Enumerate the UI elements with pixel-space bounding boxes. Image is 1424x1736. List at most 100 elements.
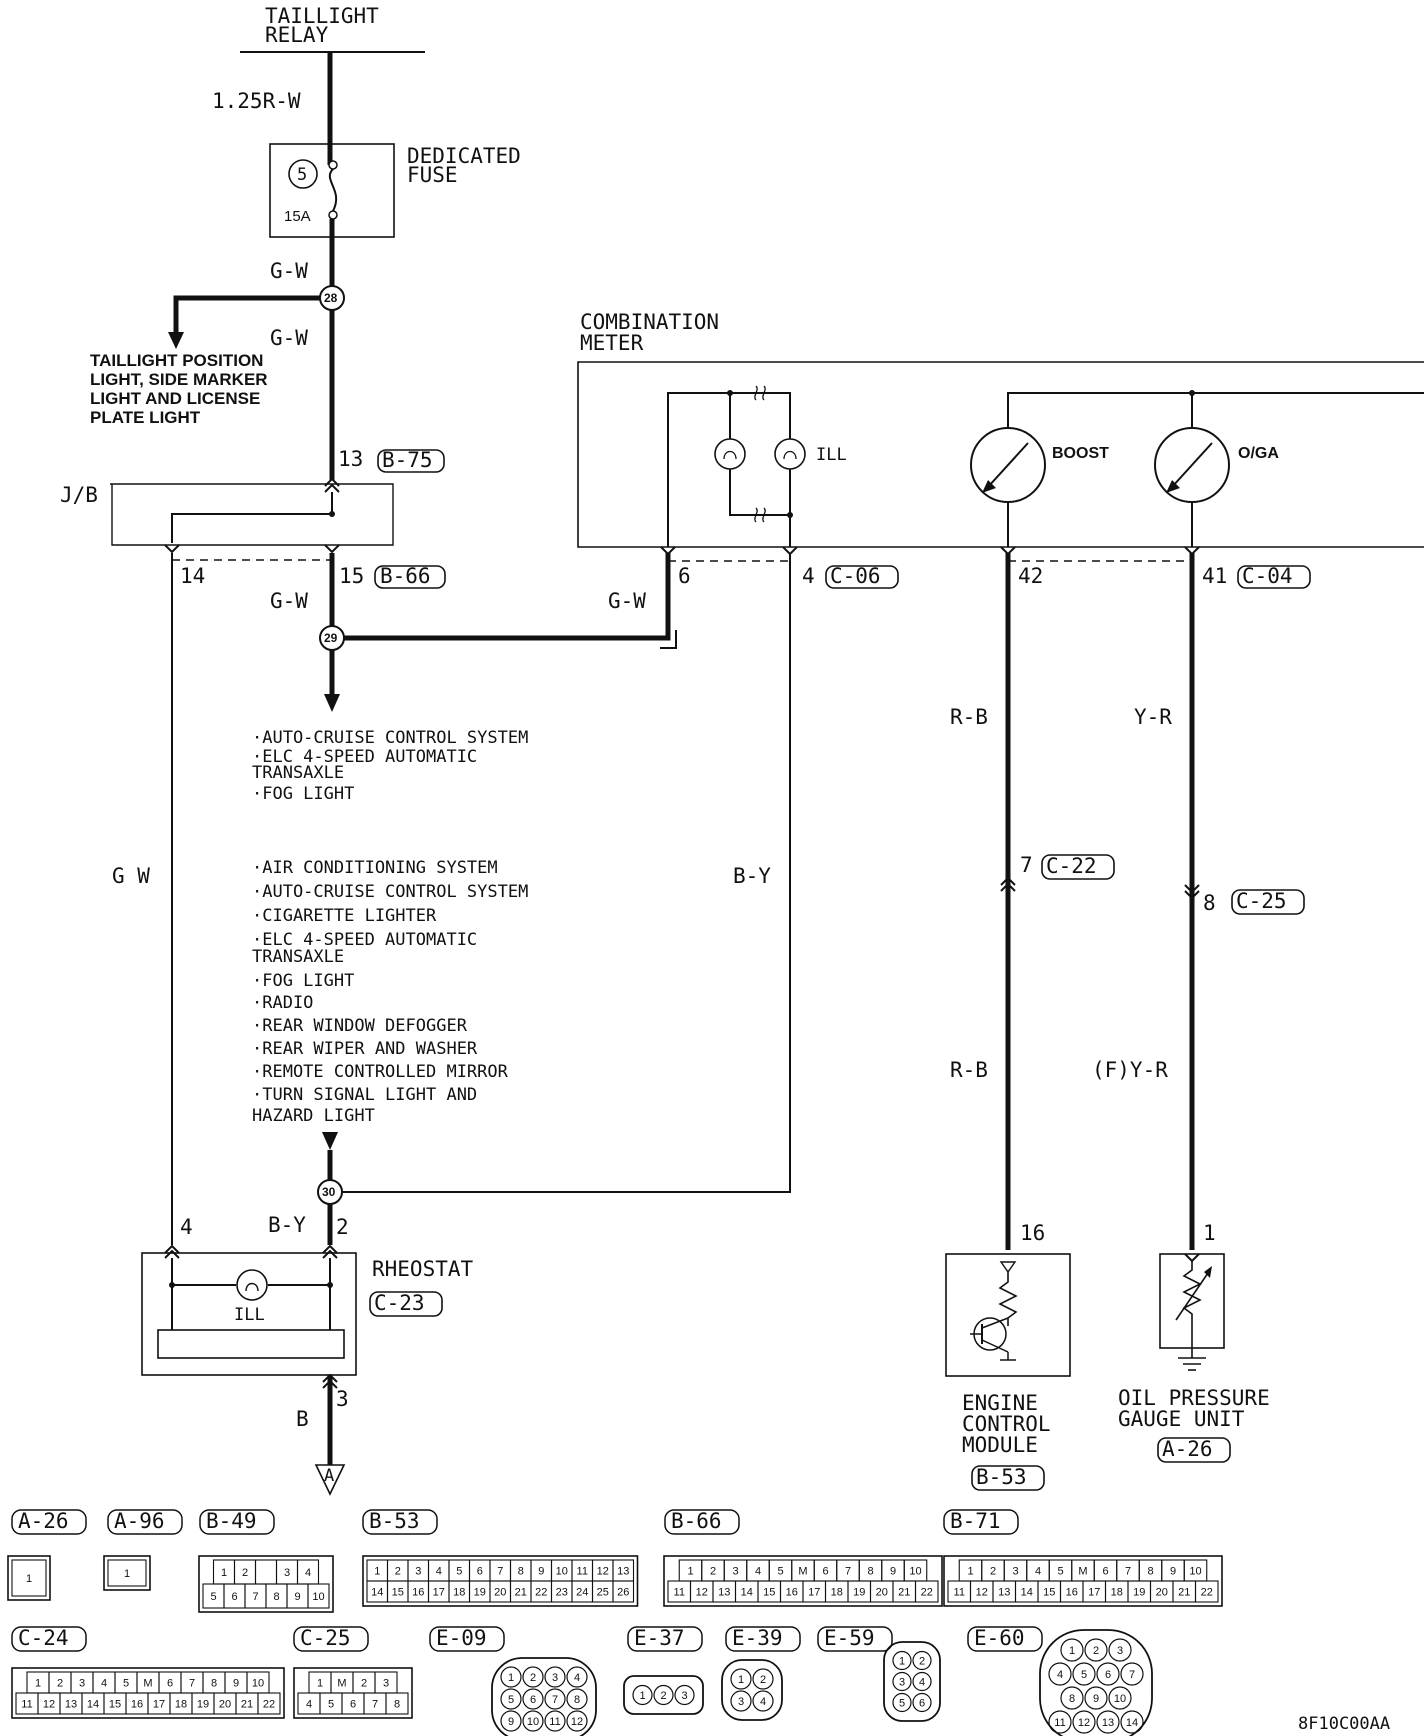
connector-pin-number: 18 <box>453 1587 465 1599</box>
connector-pin-cell <box>254 1559 278 1585</box>
connector-pin-number: 7 <box>497 1566 503 1578</box>
ill-lamp-1-icon <box>714 438 746 470</box>
connector-pin-number: 10 <box>556 1566 568 1578</box>
connector-pin-circle <box>544 1688 566 1710</box>
connector-pin-number: 3 <box>284 1567 290 1579</box>
branch-arrow-taillight <box>168 332 184 349</box>
connector-housing <box>293 1667 413 1719</box>
dedicated-fuse-label-2: FUSE <box>407 163 458 187</box>
wire-label-r-b-2: R-B <box>950 1058 988 1082</box>
jb-in-pin: 13 <box>338 447 363 471</box>
wire-label-g-w-left: G W <box>112 864 150 888</box>
connector-pin-cell <box>257 1692 281 1715</box>
branch-list-2: ·AIR CONDITIONING SYSTEM ·AUTO-CRUISE CO… <box>252 858 528 1126</box>
connector-pin-number: 8 <box>518 1566 524 1578</box>
connector-pin-number: 22 <box>535 1587 547 1599</box>
connector-pin-number: 20 <box>1156 1587 1168 1599</box>
connector-pin-circle <box>912 1692 932 1713</box>
connector-housing <box>721 1659 783 1721</box>
connector-a-96: A-961 <box>103 1509 183 1591</box>
connector-pin-circle <box>632 1684 653 1706</box>
ecm-label-1: ENGINE <box>962 1391 1038 1415</box>
connector-id-frame <box>293 1626 369 1652</box>
connector-pin-number: 20 <box>876 1587 888 1599</box>
connector-pin-circle <box>674 1684 695 1706</box>
wire-label-y-r-1: Y-R <box>1134 705 1172 729</box>
connector-pin-number: 2 <box>361 1678 367 1690</box>
connector-pin-number: 14 <box>87 1699 99 1711</box>
connector-pin-number: 16 <box>1066 1587 1078 1599</box>
branch-list-1: ·AUTO-CRUISE CONTROL SYSTEM ·ELC 4-SPEED… <box>252 728 528 804</box>
connector-pin-number: 16 <box>412 1587 424 1599</box>
connector-housing <box>11 1667 285 1719</box>
connector-pin-circle <box>912 1671 932 1692</box>
connector-pin-number: 12 <box>43 1699 55 1711</box>
connector-pin-circle <box>1048 1710 1072 1734</box>
list-2-item-10: ·REMOTE CONTROLLED MIRROR <box>252 1062 509 1082</box>
connector-pin-number: 4 <box>1057 1669 1063 1681</box>
meter-pin-41: 41 <box>1202 564 1227 588</box>
wire-taillight-branch <box>173 295 332 340</box>
connector-pin-number: 5 <box>456 1566 462 1578</box>
connector-id-label: E-39 <box>732 1626 783 1650</box>
rheostat-pin-3: 3 <box>336 1387 349 1411</box>
connector-pin-circle <box>500 1710 522 1732</box>
connector-pin-circle <box>522 1666 544 1688</box>
connector-id-frame <box>725 1626 801 1652</box>
ground-symbol-label: A <box>324 1466 334 1486</box>
connector-pin-number: 3 <box>1012 1566 1018 1578</box>
splice-30: 30 <box>317 1179 343 1205</box>
connector-pin-number: 1 <box>738 1674 744 1686</box>
list-1-item-1: ·AUTO-CRUISE CONTROL SYSTEM <box>252 728 528 748</box>
connector-pin-number: 8 <box>867 1566 873 1578</box>
connector-id-label: E-37 <box>634 1626 685 1650</box>
connector-pin-circle <box>730 1668 752 1690</box>
connector-pin-number: 5 <box>328 1699 334 1711</box>
connector-pin-number: 11 <box>1054 1717 1065 1729</box>
ecm-label-3: MODULE <box>962 1433 1038 1457</box>
c-22-pin: 7 <box>1020 853 1033 877</box>
connector-pin-number: 6 <box>822 1566 828 1578</box>
connector-pin-circle <box>522 1710 544 1732</box>
connector-pin-number: 1 <box>508 1672 514 1684</box>
rheostat-label: RHEOSTAT <box>372 1257 474 1281</box>
connector-pin-number: 4 <box>574 1672 580 1684</box>
wire-g-w-to-meter <box>332 553 671 641</box>
connector-pin-number: 12 <box>976 1587 988 1599</box>
taillight-branch-line-4: PLATE LIGHT <box>90 408 201 427</box>
list-2-item-11: ·TURN SIGNAL LIGHT AND <box>252 1085 477 1105</box>
connector-pin-number: 11 <box>674 1587 685 1599</box>
connector-pin-number: 22 <box>921 1587 933 1599</box>
connector-housing <box>103 1555 151 1591</box>
connector-pin-number: 8 <box>394 1699 400 1711</box>
connector-pin-number: 11 <box>577 1566 588 1578</box>
connector-id-frame <box>11 1509 87 1535</box>
junction-block: 13 B-75 J/B 14 15 B-66 <box>60 447 446 589</box>
connector-pin-number: 17 <box>153 1699 165 1711</box>
shield-mark <box>660 630 677 649</box>
connector-pin-cell <box>1194 1580 1219 1603</box>
connector-pin-number: 1 <box>35 1678 41 1690</box>
connector-pin-number: 13 <box>617 1566 629 1578</box>
connector-pin-number: 1 <box>1069 1645 1075 1657</box>
connector-pin-number: 5 <box>1057 1566 1063 1578</box>
connector-pin-number: 8 <box>574 1694 580 1706</box>
taillight-branch-line-2: LIGHT, SIDE MARKER <box>90 370 268 389</box>
jb-out-pin-15: 15 <box>339 564 364 588</box>
connector-pin-cell <box>612 1580 635 1603</box>
connector-pin-circle <box>566 1710 588 1732</box>
connector-pin-number: 21 <box>515 1587 527 1599</box>
connector-pin-circle <box>752 1668 774 1690</box>
opg-label-2: GAUGE UNIT <box>1118 1407 1245 1431</box>
branch-arrow-list-1 <box>324 694 340 712</box>
taillight-relay-label-1: TAILLIGHT <box>265 4 379 28</box>
connector-pin-circle <box>522 1688 544 1710</box>
connector-pin-number: 14 <box>1021 1587 1033 1599</box>
connector-pin-circle <box>730 1690 752 1712</box>
wire-label-g-w-2: G-W <box>270 326 308 350</box>
connector-pin-number: 7 <box>189 1678 195 1690</box>
opg-variable-resistor-icon <box>1182 1261 1202 1348</box>
